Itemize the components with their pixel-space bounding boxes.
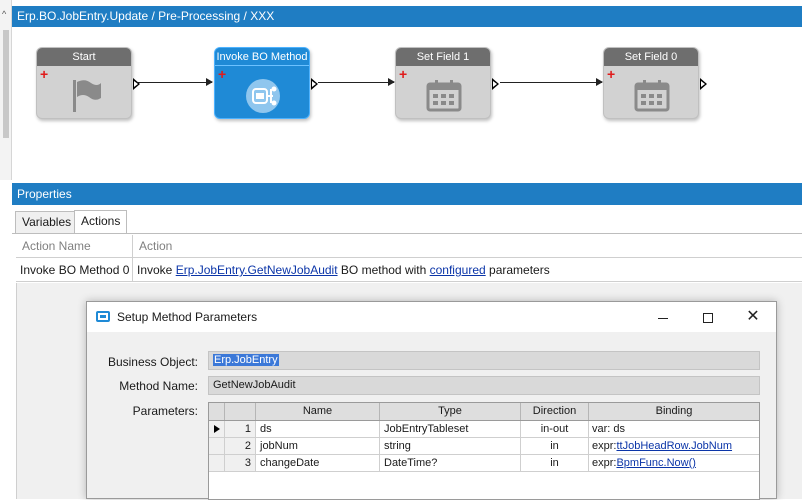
- business-object-value: Erp.JobEntry: [213, 354, 279, 366]
- row-number: 3: [225, 455, 256, 471]
- table-row[interactable]: Invoke BO Method 0 Invoke Erp.JobEntry.G…: [16, 258, 802, 282]
- node-output-port[interactable]: [700, 78, 707, 90]
- param-direction-cell[interactable]: in-out: [521, 421, 589, 437]
- binding-prefix: expr:: [592, 457, 617, 469]
- workflow-canvas[interactable]: Start + Invoke BO Method + Set Field 1 +: [12, 27, 802, 180]
- binding-value: ds: [613, 423, 626, 435]
- binding-prefix: expr:: [592, 440, 617, 452]
- column-header-action[interactable]: Action: [139, 239, 173, 253]
- row-indicator: [209, 438, 225, 454]
- properties-tabs: Variables Actions: [12, 205, 802, 234]
- parameters-grid-header: Name Type Direction Binding: [209, 403, 759, 421]
- table-row[interactable]: 2 jobNum string in expr:ttJobHeadRow.Job…: [209, 438, 759, 455]
- row-number-header: [225, 403, 256, 420]
- close-icon: ✕: [746, 308, 760, 325]
- param-name-cell[interactable]: changeDate: [256, 455, 380, 471]
- param-binding-cell[interactable]: var: ds: [589, 421, 759, 437]
- param-type-cell[interactable]: string: [380, 438, 521, 454]
- param-name-cell[interactable]: jobNum: [256, 438, 380, 454]
- add-plus-icon[interactable]: +: [607, 66, 616, 82]
- method-link[interactable]: Erp.JobEntry.GetNewJobAudit: [175, 263, 338, 277]
- node-title: Set Field 0: [604, 48, 698, 66]
- param-binding-cell[interactable]: expr:ttJobHeadRow.JobNum: [589, 438, 759, 454]
- calendar-icon: [426, 80, 462, 112]
- gutter-scrollbar[interactable]: [3, 30, 9, 138]
- column-header-action-name[interactable]: Action Name: [16, 235, 133, 257]
- node-output-port[interactable]: [133, 78, 140, 90]
- binding-link[interactable]: BpmFunc.Now(): [616, 457, 696, 469]
- business-object-field[interactable]: Erp.JobEntry: [208, 351, 760, 370]
- action-name-cell: Invoke BO Method 0: [16, 258, 133, 281]
- minimize-icon: [658, 317, 668, 319]
- row-number: 2: [225, 438, 256, 454]
- setup-method-parameters-dialog: Setup Method Parameters ✕ Business Objec…: [86, 301, 777, 500]
- properties-header: Properties: [12, 183, 802, 205]
- param-direction-cell[interactable]: in: [521, 455, 589, 471]
- maximize-button[interactable]: [685, 302, 731, 332]
- node-title: Invoke BO Method: [215, 48, 309, 66]
- workflow-node-invoke-bo-method[interactable]: Invoke BO Method +: [214, 47, 318, 119]
- add-plus-icon[interactable]: +: [40, 66, 49, 82]
- table-row[interactable]: 3 changeDate DateTime? in expr:BpmFunc.N…: [209, 455, 759, 472]
- method-name-field[interactable]: GetNewJobAudit: [208, 376, 760, 395]
- maximize-icon: [703, 313, 713, 324]
- tab-divider: [12, 233, 802, 234]
- row-indicator: [209, 455, 225, 471]
- param-type-cell[interactable]: DateTime?: [380, 455, 521, 471]
- parameters-label: Parameters:: [132, 404, 198, 418]
- binding-prefix: var:: [592, 423, 611, 435]
- row-number: 1: [225, 421, 256, 437]
- left-gutter: ^: [0, 0, 12, 180]
- action-mid-text: BO method with: [340, 263, 427, 277]
- column-header-type[interactable]: Type: [380, 403, 521, 420]
- close-button[interactable]: ✕: [730, 302, 776, 332]
- workflow-node-set-field-1[interactable]: Set Field 1 +: [395, 47, 499, 119]
- dialog-title: Setup Method Parameters: [117, 310, 258, 324]
- node-output-port[interactable]: [492, 78, 499, 90]
- designer-path-header: Erp.BO.JobEntry.Update / Pre-Processing …: [12, 6, 802, 27]
- dialog-title-bar[interactable]: Setup Method Parameters ✕: [87, 302, 776, 332]
- workflow-node-set-field-0[interactable]: Set Field 0 +: [603, 47, 707, 119]
- business-object-label: Business Object:: [107, 355, 198, 369]
- window-icon: [96, 311, 110, 322]
- table-row[interactable]: 1 ds JobEntryTableset in-out var: ds: [209, 421, 759, 438]
- row-indicator-header: [209, 403, 225, 420]
- flag-icon: [73, 80, 101, 112]
- column-header-name[interactable]: Name: [256, 403, 380, 420]
- calendar-icon: [634, 80, 670, 112]
- actions-grid: Action Name Action Invoke BO Method 0 In…: [16, 235, 802, 282]
- param-binding-cell[interactable]: expr:BpmFunc.Now(): [589, 455, 759, 471]
- minimize-button[interactable]: [640, 302, 686, 332]
- workflow-connector: [500, 78, 603, 86]
- param-type-cell[interactable]: JobEntryTableset: [380, 421, 521, 437]
- tab-actions[interactable]: Actions: [74, 210, 128, 234]
- workflow-connector: [318, 78, 395, 86]
- binding-link[interactable]: ttJobHeadRow.JobNum: [616, 440, 733, 452]
- configured-link[interactable]: configured: [429, 263, 486, 277]
- actions-grid-header: Action Name Action: [16, 235, 802, 258]
- node-title: Start: [37, 48, 131, 66]
- method-name-label: Method Name:: [119, 379, 198, 393]
- node-title: Set Field 1: [396, 48, 490, 66]
- collapse-caret-icon[interactable]: ^: [2, 9, 7, 19]
- column-header-direction[interactable]: Direction: [521, 403, 589, 420]
- action-prefix-text: Invoke: [137, 263, 173, 277]
- column-header-binding[interactable]: Binding: [655, 405, 693, 417]
- parameters-grid[interactable]: Name Type Direction Binding 1 ds JobEntr…: [208, 402, 760, 500]
- tab-variables[interactable]: Variables: [15, 211, 79, 234]
- current-row-arrow-icon: [214, 425, 220, 433]
- node-output-port[interactable]: [311, 78, 318, 90]
- action-suffix-text: parameters: [489, 263, 550, 277]
- workflow-connector: [138, 78, 213, 86]
- workflow-node-start[interactable]: Start +: [36, 47, 140, 119]
- add-plus-icon[interactable]: +: [399, 66, 408, 82]
- param-direction-cell[interactable]: in: [521, 438, 589, 454]
- invoke-method-icon: [246, 79, 280, 113]
- action-description-cell: Invoke Erp.JobEntry.GetNewJobAudit BO me…: [133, 258, 802, 281]
- row-indicator: [209, 421, 225, 437]
- param-name-cell[interactable]: ds: [256, 421, 380, 437]
- add-plus-icon[interactable]: +: [218, 66, 227, 82]
